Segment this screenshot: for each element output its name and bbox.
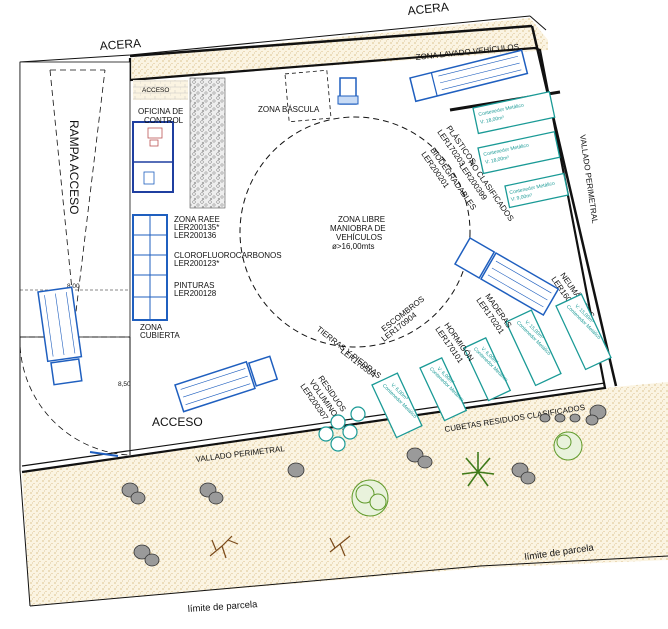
fence-right-outer [530, 25, 618, 387]
container-hormigon: Contenedor Metálico V: 6,00m³ [463, 336, 512, 402]
acera-left-label: ACERA [99, 36, 141, 53]
access-truck [174, 355, 279, 413]
cloro-label-1: CLOROFLUOROCARBONOS [174, 251, 282, 260]
ground-bottom [22, 382, 668, 606]
office-label-2: CONTROL [144, 116, 184, 125]
container-no-clasificados: Contenedor Metálico V: 9,00m³ [504, 172, 570, 209]
office-label-1: OFICINA DE [138, 107, 183, 116]
office-chair [149, 139, 159, 147]
container-maderas: Contenedor Metálico V: 15,00m³ [505, 309, 562, 387]
zona-libre-3: VEHÍCULOS [336, 233, 382, 242]
dry-branch-2 [329, 535, 351, 557]
zona-libre-4: ø>16,00mts [332, 242, 374, 251]
dry-branch-1 [209, 535, 239, 559]
container-plasticos: Contenedor Metálico V: 18,00m³ [472, 91, 556, 135]
dim-label-1: 8,00 [67, 283, 80, 290]
container-biodegradables: Contenedor Metálico V: 18,00m³ [477, 131, 561, 175]
pinturas-label-2: LER200128 [174, 289, 217, 298]
vallado-right-label: VALLADO PERIMETRAL [578, 134, 599, 225]
gate-marker [89, 451, 119, 457]
lavado-truck [409, 49, 529, 103]
container-plasticos-volume: V: 18,00m³ [480, 115, 505, 126]
office-desk [147, 127, 163, 139]
neumaticos-truck [453, 236, 560, 317]
shrub-right [553, 431, 583, 461]
office-building [132, 121, 174, 193]
raee-label-2: LER200135* [174, 223, 219, 232]
ramp-area [19, 61, 131, 338]
bricks-strip [133, 80, 188, 100]
limite-bottom-label: límite de parcela [187, 599, 258, 615]
acera-line-right [529, 15, 547, 31]
maneuver-circle [239, 116, 471, 348]
container-biodeg-volume: V: 18,00m³ [485, 155, 510, 166]
bascula-label: ZONA BÁSCULA [258, 105, 320, 114]
fence-bottom-inner [21, 382, 606, 467]
ramp-label: RAMPA ACCESO [67, 120, 81, 214]
zona-cubierta-2: CUBIERTA [140, 331, 180, 340]
pinturas-label-1: PINTURAS [174, 281, 214, 290]
parcel-line-bottom [29, 555, 668, 607]
zona-cubierta-1: ZONA [140, 323, 163, 332]
raee-label-3: LER200136 [174, 231, 217, 240]
dim-label-2: 8,50 [118, 381, 131, 388]
gravel-strip [189, 77, 226, 209]
tierras-label-2: LER170504 [339, 346, 378, 379]
shrub-round [351, 479, 389, 517]
container-noclas-volume: V: 9,00m³ [510, 193, 533, 203]
palm-plant [461, 452, 495, 487]
cloro-label-2: LER200123* [174, 259, 219, 268]
acera-top-label: ACERA [407, 0, 450, 18]
swing-arc [19, 336, 131, 456]
fence-top-outer [129, 24, 533, 58]
rocks [121, 404, 607, 567]
bascula-area [284, 69, 332, 123]
bascula-icon-base [337, 95, 359, 105]
acceso-small-label: ACCESO [142, 87, 169, 94]
ramp-truck [37, 286, 83, 386]
office-wc [143, 171, 155, 185]
container-escombros: Contenedor Metálico V: 6,00m³ [419, 356, 468, 422]
voluminosos-bins [318, 406, 366, 452]
acceso-big-label: ACCESO [152, 415, 203, 429]
raee-label-1: ZONA RAEE [174, 215, 220, 224]
zona-libre-1: ZONA LIBRE [338, 215, 385, 224]
zona-libre-2: MANIOBRA DE [330, 224, 386, 233]
